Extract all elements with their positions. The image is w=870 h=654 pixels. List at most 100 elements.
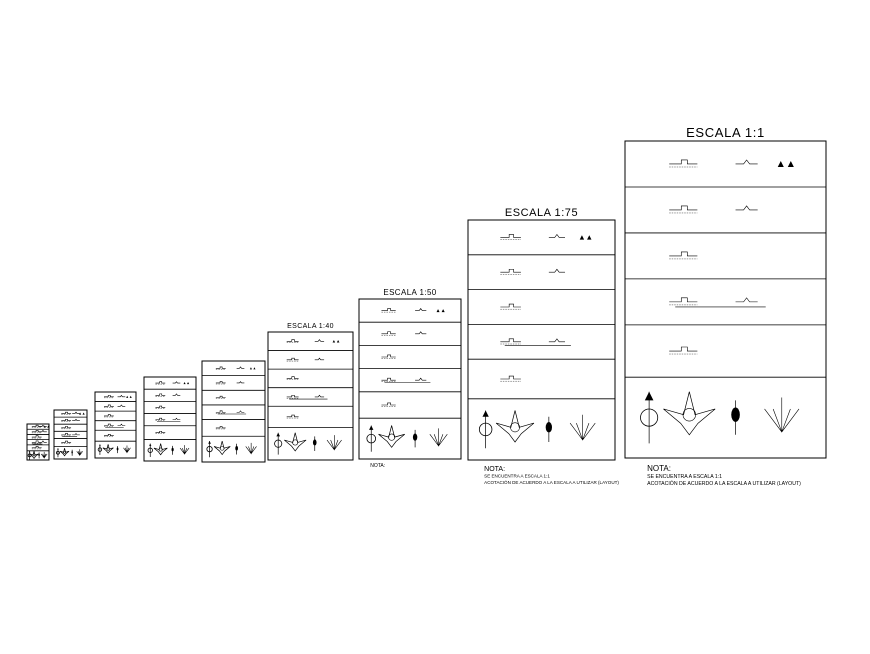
compass-fan-icon — [76, 449, 83, 457]
north-arrow-symbols — [366, 425, 448, 452]
north-circle-icon — [640, 408, 659, 427]
drawing-sheet — [143, 376, 197, 462]
north-arrow-symbols — [274, 432, 342, 455]
compass-fan-icon — [326, 435, 342, 451]
north-arrow-icon — [545, 422, 552, 433]
note-line: ACOTACIÓN DE ACUERDO A LA ESCALA A UTILI… — [484, 479, 619, 485]
north-arrow-symbols — [206, 440, 257, 458]
drawing-sheet — [201, 360, 266, 463]
north-circle-icon — [478, 422, 493, 437]
detail-sketch — [104, 434, 114, 437]
detail-sketch — [215, 366, 245, 370]
triangle-marker-icon — [336, 340, 340, 343]
compass-fan-icon — [40, 451, 48, 459]
triangle-marker-icon — [436, 309, 440, 313]
detail-sketch — [61, 411, 80, 415]
sheet-frame — [624, 140, 827, 459]
compass-rose-icon — [213, 440, 231, 456]
north-arrow-icon — [171, 447, 174, 452]
compass-fan-icon — [245, 442, 257, 455]
compass-rose-icon — [284, 432, 307, 452]
detail-sketch — [286, 357, 325, 362]
triangle-marker-icon — [441, 309, 445, 313]
triangle-marker-icon — [579, 235, 585, 240]
scale-title: ESCALA 1:1 — [686, 125, 765, 140]
detail-sketch — [31, 446, 42, 450]
north-circle-icon — [366, 433, 377, 444]
north-arrow-icon — [235, 445, 238, 451]
detail-sketch — [381, 377, 431, 384]
compass-fan-icon — [123, 445, 131, 454]
drawing-sheet — [94, 391, 137, 459]
compass-rose-icon — [59, 448, 70, 457]
detail-sketch — [215, 381, 245, 385]
north-circle-icon — [274, 439, 283, 448]
detail-sketch — [286, 376, 299, 380]
triangle-marker-icon — [79, 412, 82, 415]
detail-sketch — [61, 432, 80, 437]
compass-fan-icon — [429, 428, 448, 447]
sheet-frame — [26, 423, 50, 461]
detail-sketch — [61, 426, 72, 430]
compass-rose-icon — [29, 450, 39, 459]
detail-sketch — [155, 393, 181, 397]
sheet-frame — [267, 331, 354, 461]
detail-sketch — [669, 205, 758, 214]
detail-sketch — [381, 331, 427, 336]
detail-sketch — [155, 417, 181, 422]
detail-sketch — [381, 308, 427, 313]
north-arrow-symbols — [640, 391, 800, 444]
detail-sketch — [669, 297, 766, 308]
detail-sketch — [61, 440, 72, 444]
compass-rose-icon — [663, 391, 716, 436]
triangle-marker-icon — [43, 425, 46, 428]
sheet-frame — [94, 391, 137, 459]
detail-sketch — [61, 418, 80, 422]
detail-sketch — [155, 381, 181, 385]
scale-title: ESCALA 1:40 — [287, 323, 334, 330]
sheet-frame — [467, 219, 616, 461]
north-circle-icon — [56, 450, 60, 455]
compass-fan-icon — [179, 445, 190, 455]
north-arrow-symbols — [147, 443, 190, 457]
triangle-marker-icon — [777, 160, 784, 167]
detail-sketch — [669, 159, 758, 168]
north-arrow-symbols — [27, 450, 48, 460]
north-circle-icon — [206, 446, 213, 453]
detail-sketch — [31, 435, 42, 439]
scale-title: ESCALA 1:50 — [383, 288, 436, 297]
detail-sketch — [286, 339, 325, 343]
north-arrow-symbols — [56, 448, 83, 458]
sheet-frame — [53, 409, 88, 460]
detail-sketch — [104, 423, 126, 428]
detail-sketch — [286, 394, 328, 400]
detail-sketch — [215, 410, 247, 415]
note-title: NOTA: — [647, 464, 671, 473]
detail-sketch — [215, 395, 226, 399]
detail-sketch — [500, 375, 521, 382]
north-arrow-icon — [71, 451, 73, 454]
north-arrow-symbols — [97, 444, 131, 455]
triangle-marker-icon — [47, 425, 50, 428]
note-title: NOTA: — [370, 463, 385, 469]
north-arrow-icon — [116, 447, 119, 451]
detail-sketch — [500, 303, 521, 310]
detail-sketch — [104, 394, 126, 399]
detail-sketch — [669, 346, 698, 355]
north-arrow-symbols — [478, 410, 596, 449]
triangle-marker-icon — [587, 235, 592, 240]
north-arrow-icon — [312, 439, 317, 446]
drawing-sheet — [26, 423, 50, 461]
detail-sketch — [286, 414, 299, 419]
detail-sketch — [104, 404, 126, 408]
note-title: NOTA: — [484, 466, 505, 473]
compass-fan-icon — [764, 397, 800, 433]
compass-rose-icon — [102, 444, 114, 454]
detail-sketch — [500, 338, 571, 346]
detail-sketch — [669, 251, 698, 260]
drawing-sheet — [53, 409, 88, 460]
triangle-marker-icon — [249, 367, 252, 370]
